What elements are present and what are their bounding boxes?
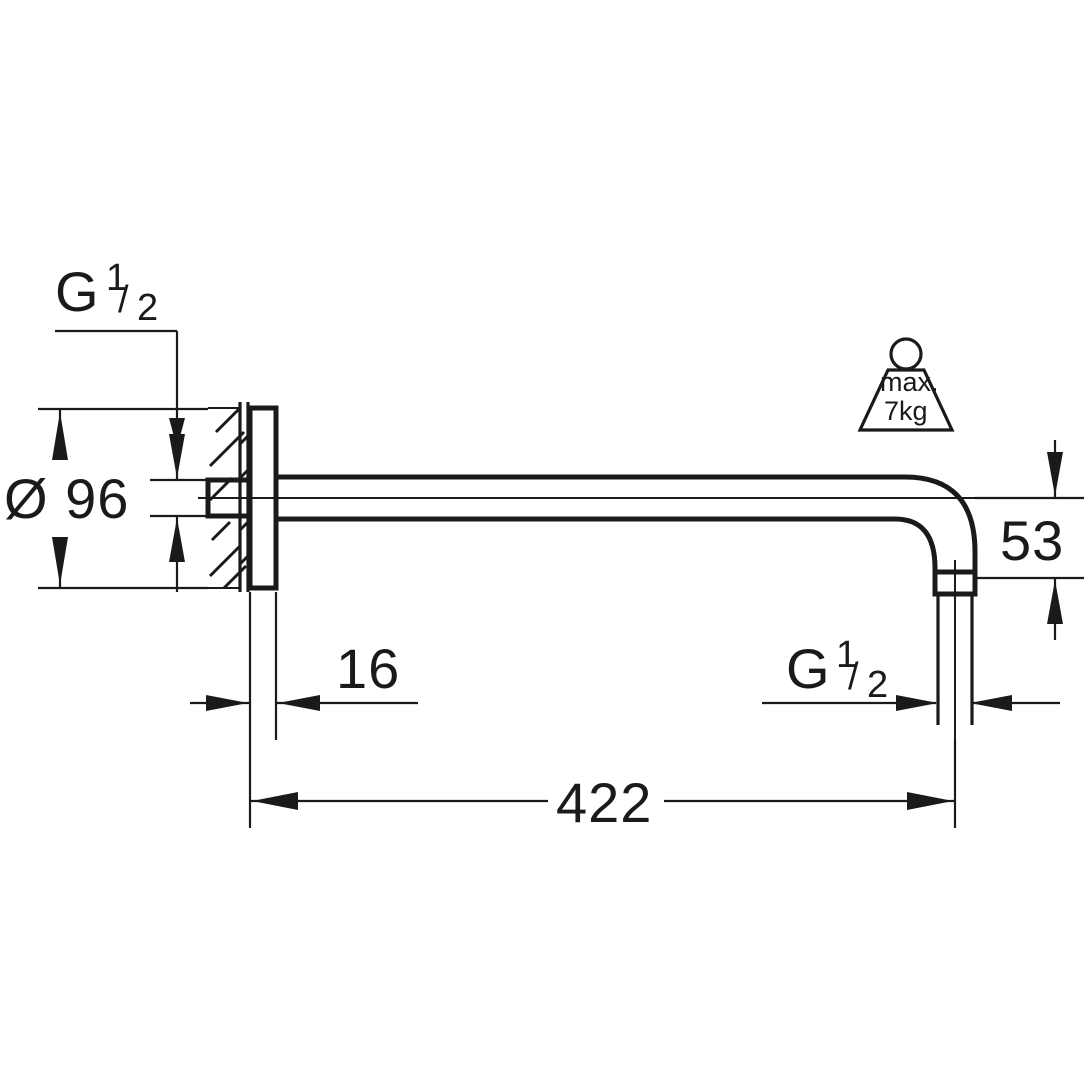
callout-outlet-thread — [762, 695, 1060, 711]
outlet-thread-denominator: 2 — [867, 664, 888, 706]
arm-outer-top-path — [276, 474, 978, 578]
dimension-flange-diameter — [38, 407, 208, 590]
dimension-plate-projection — [190, 592, 418, 740]
dim16-arrow-left — [278, 695, 320, 711]
inlet-thread-solidus: / — [118, 279, 129, 321]
outlet-thread-label-prefix: G — [786, 637, 831, 700]
weight-label-max: max. — [880, 367, 939, 397]
outlet-thread-numerator: 1 — [836, 634, 857, 676]
weight-icon-body — [857, 368, 955, 432]
dia96-arrow-up — [52, 412, 68, 460]
outlet-thread-arrow-left — [970, 695, 1012, 711]
shower-arm-profile — [258, 474, 1070, 790]
dimension-outlet-drop — [975, 440, 1084, 640]
inlet-nipple — [198, 477, 258, 519]
callout-inlet-thread — [55, 329, 185, 448]
nipple-dia-arrow-down — [169, 434, 185, 478]
inlet-thread-label-prefix: G — [55, 260, 100, 323]
weight-label-value: 7kg — [884, 396, 928, 426]
outlet-drop-label: 53 — [1000, 509, 1064, 572]
outlet-thread-arrow-right — [896, 695, 938, 711]
inlet-thread-numerator: 1 — [106, 257, 127, 299]
dim422-arrow-left — [252, 792, 298, 810]
inlet-thread-denominator: 2 — [137, 287, 158, 329]
arm-inner-bottom-path — [276, 516, 938, 578]
flange-diameter-label: Ø 96 — [4, 467, 129, 530]
dim53-arrow-up — [1047, 580, 1063, 624]
dim422-arrow-right — [907, 792, 953, 810]
plate-projection-label: 16 — [336, 637, 400, 700]
dimension-nipple-diameter — [150, 432, 216, 592]
dia96-arrow-down — [52, 537, 68, 585]
weight-icon — [857, 337, 955, 432]
nipple-dia-arrow-up — [169, 518, 185, 562]
weight-icon-ring — [889, 337, 923, 371]
outlet-thread-solidus: / — [848, 656, 859, 698]
overall-length-label: 422 — [556, 771, 652, 834]
dim53-arrow-down — [1047, 452, 1063, 496]
dimension-overall-length — [248, 740, 957, 828]
dim16-arrow-right — [206, 695, 248, 711]
